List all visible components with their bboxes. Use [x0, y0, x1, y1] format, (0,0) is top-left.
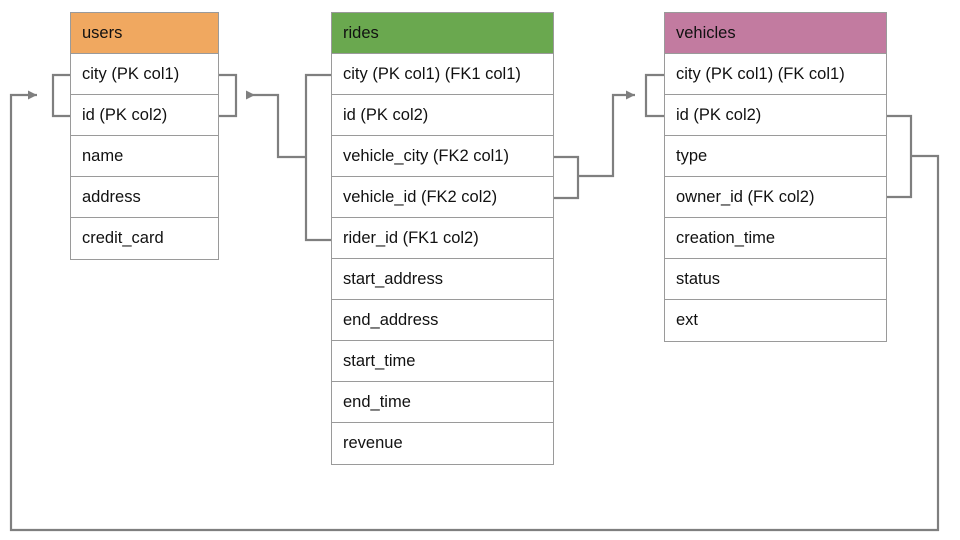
field-rides-vehicle-city[interactable]: vehicle_city (FK2 col1)	[332, 136, 553, 177]
field-users-city[interactable]: city (PK col1)	[71, 54, 218, 95]
field-rides-vehicle-id[interactable]: vehicle_id (FK2 col2)	[332, 177, 553, 218]
field-vehicles-id[interactable]: id (PK col2)	[665, 95, 886, 136]
field-users-address[interactable]: address	[71, 177, 218, 218]
field-vehicles-ext[interactable]: ext	[676, 311, 699, 329]
entity-users-title: users	[71, 13, 218, 54]
field-rides-id[interactable]: id (PK col2)	[332, 95, 553, 136]
field-rides-end-address[interactable]: end_address	[332, 300, 553, 341]
edge-users-pk-bracket-left	[51, 73, 70, 118]
entity-users[interactable]: users city (PK col1) id (PK col2) name a…	[70, 12, 219, 260]
entity-rides-title: rides	[332, 13, 553, 54]
entity-vehicles-title: vehicles	[665, 13, 886, 54]
field-vehicles-creation-time[interactable]: creation_time	[665, 218, 886, 259]
field-rides-start-time[interactable]: start_time	[332, 341, 553, 382]
entity-vehicles[interactable]: vehicles city (PK col1) (FK col1) id (PK…	[664, 12, 887, 342]
field-vehicles-type[interactable]: type	[665, 136, 886, 177]
field-vehicles-status[interactable]: status	[665, 259, 886, 300]
field-users-credit-card[interactable]: credit_card	[82, 229, 164, 247]
field-users-id[interactable]: id (PK col2)	[71, 95, 218, 136]
edge-rides-rider-to-users	[304, 73, 331, 242]
edge-vehicles-owner-bracket	[887, 114, 913, 199]
entity-rides[interactable]: rides city (PK col1) (FK1 col1) id (PK c…	[331, 12, 554, 465]
field-users-name[interactable]: name	[71, 136, 218, 177]
field-rides-revenue[interactable]: revenue	[343, 434, 403, 452]
edge-vehicles-pk-bracket-left	[644, 73, 664, 118]
field-vehicles-owner-id[interactable]: owner_id (FK col2)	[665, 177, 886, 218]
field-vehicles-city[interactable]: city (PK col1) (FK col1)	[665, 54, 886, 95]
field-rides-end-time[interactable]: end_time	[332, 382, 553, 423]
field-rides-city[interactable]: city (PK col1) (FK1 col1)	[332, 54, 553, 95]
edge-users-pk-bracket-right	[219, 73, 238, 118]
edge-rides-vehicle-stem	[578, 90, 635, 178]
edge-rides-rider-to-users-stem	[246, 90, 306, 159]
field-rides-start-address[interactable]: start_address	[332, 259, 553, 300]
edge-rides-vehicle-bracket	[554, 155, 580, 200]
field-rides-rider-id[interactable]: rider_id (FK1 col2)	[332, 218, 553, 259]
